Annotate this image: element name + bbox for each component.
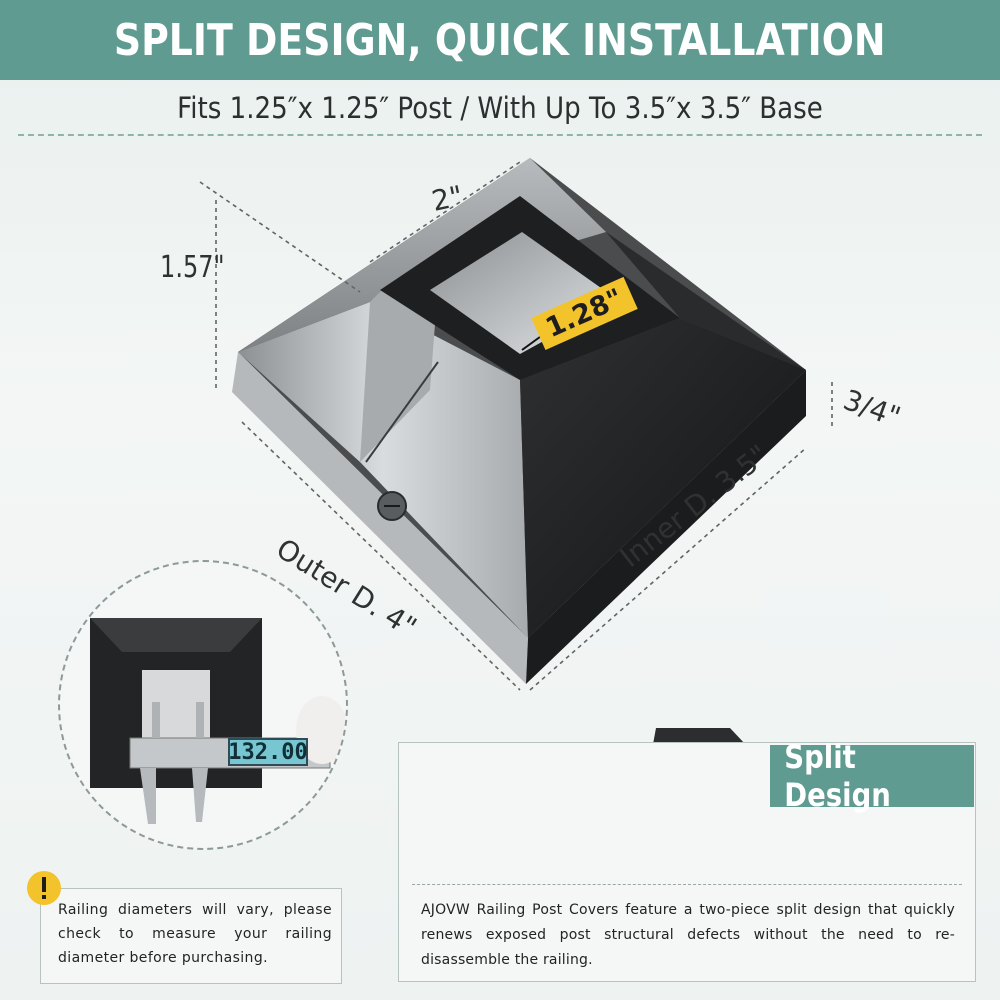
- dimension-height: 1.57": [160, 250, 225, 285]
- warning-icon: [27, 871, 61, 905]
- warning-box: [40, 888, 342, 984]
- header-divider: [18, 134, 982, 136]
- dimension-top-width: 2": [428, 179, 466, 218]
- caliper-readout: 132.00: [228, 738, 308, 766]
- split-design-tag: Split Design: [770, 738, 974, 814]
- split-description: AJOVW Railing Post Covers feature a two-…: [421, 902, 955, 968]
- header-banner: SPLIT DESIGN, QUICK INSTALLATION: [0, 0, 1000, 80]
- silver-left-face: [238, 302, 528, 638]
- base-rim-left: [232, 352, 528, 684]
- banner-title: SPLIT DESIGN, QUICK INSTALLATION: [114, 14, 886, 66]
- caliper-illustration: [90, 618, 346, 824]
- split-divider: [412, 884, 962, 885]
- split-design-label: Split Design: [784, 738, 891, 814]
- warning-text: Railing diameters will vary, please chec…: [58, 902, 332, 966]
- black-right-face: [520, 318, 806, 638]
- caliper-detail: 132.00: [58, 560, 348, 850]
- fit-subtitle: Fits 1.25″x 1.25″ Post / With Up To 3.5″…: [177, 91, 823, 125]
- base-rim-right: [526, 370, 806, 684]
